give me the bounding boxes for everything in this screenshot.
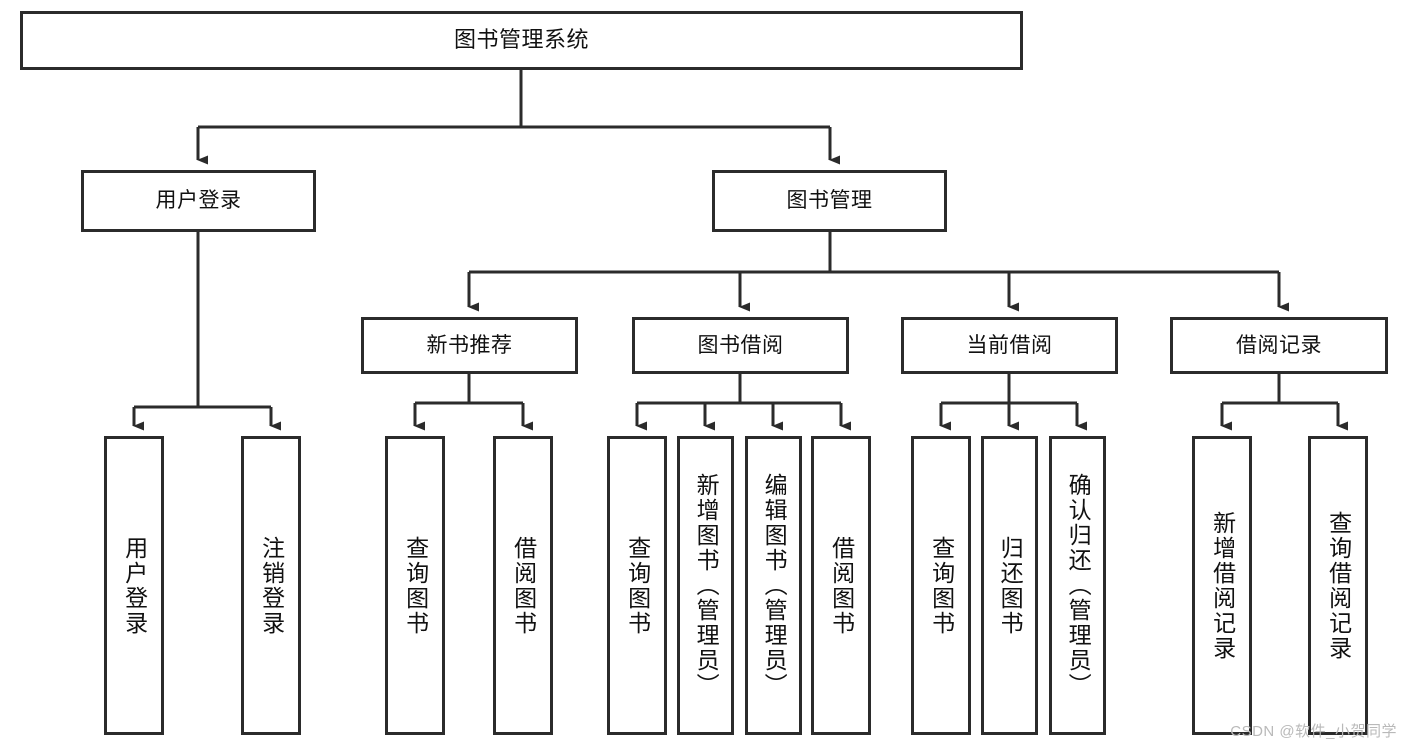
node-leaf-user-login-logout[interactable]: 注销登录 [241, 436, 301, 735]
node-current-borrow[interactable]: 当前借阅 [901, 317, 1118, 374]
node-user-login[interactable]: 用户登录 [81, 170, 316, 232]
csdn-watermark: CSDN @软件_小贺同学 [1230, 723, 1397, 740]
node-leaf-book-borrow-borrow-books[interactable]: 借阅图书 [811, 436, 871, 735]
node-leaf-book-borrow-edit-book-admin[interactable]: 编辑图书（管理员） [745, 436, 802, 735]
node-borrow-record[interactable]: 借阅记录 [1170, 317, 1388, 374]
node-leaf-user-login-login[interactable]: 用户登录 [104, 436, 164, 735]
node-book-borrow[interactable]: 图书借阅 [632, 317, 849, 374]
node-leaf-borrow-record-add-record[interactable]: 新增借阅记录 [1192, 436, 1252, 735]
node-new-book-recommendation[interactable]: 新书推荐 [361, 317, 578, 374]
node-root-book-management-system[interactable]: 图书管理系统 [20, 11, 1023, 70]
node-leaf-new-book-query-books[interactable]: 查询图书 [385, 436, 445, 735]
node-leaf-book-borrow-add-book-admin[interactable]: 新增图书（管理员） [677, 436, 734, 735]
node-leaf-new-book-borrow-books[interactable]: 借阅图书 [493, 436, 553, 735]
node-leaf-borrow-record-query-record[interactable]: 查询借阅记录 [1308, 436, 1368, 735]
node-leaf-current-borrow-query-books[interactable]: 查询图书 [911, 436, 971, 735]
node-leaf-book-borrow-query-books[interactable]: 查询图书 [607, 436, 667, 735]
node-leaf-current-borrow-confirm-return-admin[interactable]: 确认归还（管理员） [1049, 436, 1106, 735]
node-leaf-current-borrow-return-books[interactable]: 归还图书 [981, 436, 1038, 735]
node-book-management[interactable]: 图书管理 [712, 170, 947, 232]
